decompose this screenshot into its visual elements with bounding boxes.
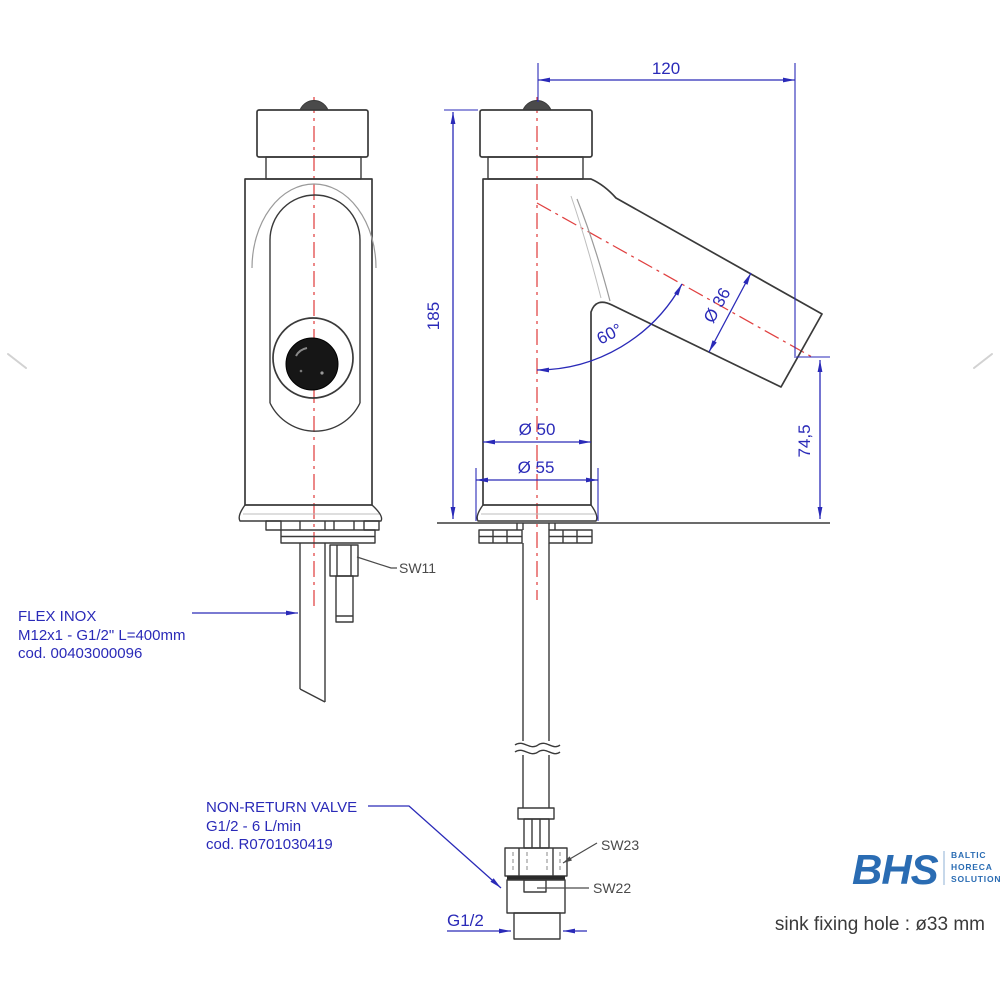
sw23-leader xyxy=(562,842,598,864)
front-arch-outer-curve xyxy=(251,183,377,269)
aerator-glint xyxy=(320,371,324,375)
non-return-valve-line1: NON-RETURN VALVE xyxy=(206,799,357,816)
front-arch-bottom xyxy=(269,402,361,432)
g12-thread-stub xyxy=(513,912,561,940)
bhs-logo: BHS BALTIC HORECA SOLUTIONS xyxy=(852,846,1000,893)
side-view-faucet: SW23 SW22 xyxy=(437,97,830,940)
dim-body-diameter-50: Ø 50 xyxy=(483,420,591,445)
logo-tagline: BALTIC HORECA SOLUTIONS xyxy=(951,850,1000,884)
sw23-thread-dashes xyxy=(512,852,561,872)
spout-outlet-ring xyxy=(272,317,354,399)
front-base-skirt xyxy=(238,504,383,522)
part-label-sw11: SW11 xyxy=(399,560,436,576)
callout-non-return-valve: NON-RETURN VALVE G1/2 - 6 L/min cod. R07… xyxy=(206,799,502,889)
dim-thread-label: G1/2 xyxy=(447,911,484,930)
side-under-base-stubs xyxy=(516,523,556,530)
washer-left-lines xyxy=(479,530,522,543)
hose-cut-edge xyxy=(299,688,326,703)
flex-inox-line1: FLEX INOX xyxy=(18,608,96,625)
ext-lines xyxy=(475,468,599,521)
fixing-stud-sw11 xyxy=(329,544,359,623)
aerator-glint xyxy=(299,369,303,373)
logo-tagline-line1: BALTIC xyxy=(951,850,986,860)
side-push-button xyxy=(522,99,552,111)
part-label-sw22: SW22 xyxy=(593,880,631,896)
hose-break-top xyxy=(514,742,561,748)
front-view-faucet: SW11 xyxy=(238,97,436,703)
front-push-button xyxy=(299,99,329,111)
logo-tagline-line2: HORECA xyxy=(951,862,993,872)
hose-upper xyxy=(522,543,550,741)
hose-rib-lines xyxy=(531,819,541,848)
non-return-valve-line2: G1/2 - 6 L/min xyxy=(206,818,301,835)
dim-height-185: 185 xyxy=(424,109,478,519)
right-edge-mark xyxy=(973,353,993,369)
non-return-valve-body xyxy=(506,876,566,940)
fixing-stud xyxy=(335,575,354,623)
part-label-sw23: SW23 xyxy=(601,837,639,853)
dim-spout-height-74-5: 74,5 xyxy=(794,356,830,519)
sink-fixing-note: sink fixing hole : ø33 mm xyxy=(775,914,985,935)
aerator xyxy=(285,337,339,391)
dim-spout-height-label: 74,5 xyxy=(795,424,814,457)
flex-inox-line3: cod. 00403000096 xyxy=(18,645,142,662)
front-base-tab-left xyxy=(265,520,282,531)
non-return-valve-line3: cod. R0701030419 xyxy=(206,836,333,853)
dim-width-120: 120 xyxy=(537,59,796,356)
sw11-leader xyxy=(356,556,397,569)
sw23-nut-facets xyxy=(518,848,554,876)
front-body xyxy=(244,178,373,506)
dim-body-diameter-label: Ø 50 xyxy=(519,420,556,439)
dim-base-diameter-55: Ø 55 xyxy=(475,458,599,521)
under-sink-washers xyxy=(478,529,593,544)
front-under-base-stubs xyxy=(299,521,355,530)
side-base-skirt xyxy=(476,504,598,522)
front-arch xyxy=(269,194,361,403)
washer-right-lines xyxy=(549,530,592,543)
aerator-highlight xyxy=(295,347,308,357)
dim-thread-g12: G1/2 xyxy=(447,911,587,934)
dim-width-label: 120 xyxy=(652,59,680,78)
hose-break-bottom xyxy=(514,749,561,755)
dim-line xyxy=(708,272,752,353)
hose-lower xyxy=(522,755,550,808)
sw22-notch xyxy=(523,879,547,893)
dim-base-diameter-label: Ø 55 xyxy=(518,458,555,477)
left-edge-mark xyxy=(7,353,27,369)
bhs-logo-text: BHS xyxy=(852,846,939,893)
front-flex-hose xyxy=(299,543,326,703)
non-return-valve-leader xyxy=(368,805,502,889)
flex-inox-line2: M12x1 - G1/2" L=400mm xyxy=(18,627,185,644)
angle-arc xyxy=(536,283,683,373)
dim-height-label: 185 xyxy=(424,302,443,330)
spout-centerline xyxy=(536,202,813,358)
logo-tagline-line3: SOLUTIONS xyxy=(951,874,1000,884)
callout-flex-inox: FLEX INOX M12x1 - G1/2" L=400mm cod. 004… xyxy=(18,608,298,662)
valve-seal xyxy=(507,876,565,881)
sw11-nut-facets xyxy=(336,545,352,576)
supply-hose xyxy=(514,543,561,849)
